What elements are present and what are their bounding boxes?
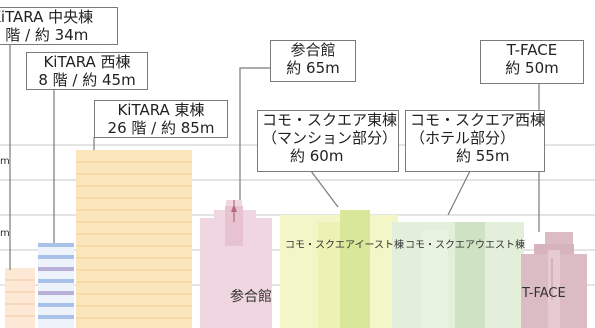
building-tface: [521, 232, 587, 328]
callout-detail: 8 階 / 約 45m: [38, 71, 136, 89]
callout-name: KiTARA 東棟: [117, 101, 205, 119]
building-sangokan: [200, 200, 272, 328]
callout-sangokan: 参合館 約 65m: [270, 40, 356, 82]
callout-name: コモ・スクエア西棟: [410, 111, 546, 129]
callout-detail: 約 50m: [505, 59, 559, 77]
callout-kitara-center: KiTARA 中央棟 8 階 / 約 34m: [0, 7, 118, 45]
callout-detail: 約 55m: [456, 147, 510, 165]
callout-detail: 26 階 / 約 85m: [107, 119, 215, 137]
leader-line: [239, 67, 270, 200]
label-sangokan: 参合館: [230, 289, 272, 305]
callout-name: コモ・スクエア東棟: [262, 111, 398, 129]
building-kitara-center: [5, 268, 35, 328]
callout-name: T-FACE: [506, 41, 558, 59]
callout-detail: 8 階 / 約 34m: [0, 26, 89, 44]
leader-line: [310, 170, 339, 208]
callout-detail: 約 60m: [290, 147, 344, 165]
label-como-east: コモ・スクエアイースト棟: [285, 240, 404, 251]
building-kitara-east: [76, 150, 192, 328]
callout-name: KiTARA 中央棟: [0, 8, 94, 26]
leader-lines: [9, 44, 540, 270]
callout-name: KiTARA 西棟: [43, 53, 131, 71]
axis-tick-label: m: [0, 156, 10, 167]
label-tface: T-FACE: [522, 286, 566, 301]
axis-tick-label: m: [0, 228, 10, 239]
leader-line: [447, 170, 471, 216]
callout-kitara-east: KiTARA 東棟 26 階 / 約 85m: [94, 100, 228, 138]
callout-tface: T-FACE 約 50m: [480, 40, 584, 84]
callout-sub: （マンション部分）: [262, 129, 398, 147]
label-como-west: コモ・スクエアウエスト棟: [405, 240, 525, 251]
building-como-west: [392, 222, 524, 328]
callout-kitara-west: KiTARA 西棟 8 階 / 約 45m: [26, 52, 148, 90]
callout-sub: （ホテル部分）: [410, 129, 516, 147]
building-como-east: [280, 210, 398, 328]
callout-detail: 約 65m: [286, 59, 340, 77]
building-kitara-west: [38, 243, 74, 328]
callout-name: 参合館: [290, 41, 336, 59]
callout-como-east: コモ・スクエア東棟 （マンション部分） 約 60m: [257, 110, 399, 172]
callout-como-west: コモ・スクエア西棟 （ホテル部分） 約 55m: [405, 110, 545, 172]
